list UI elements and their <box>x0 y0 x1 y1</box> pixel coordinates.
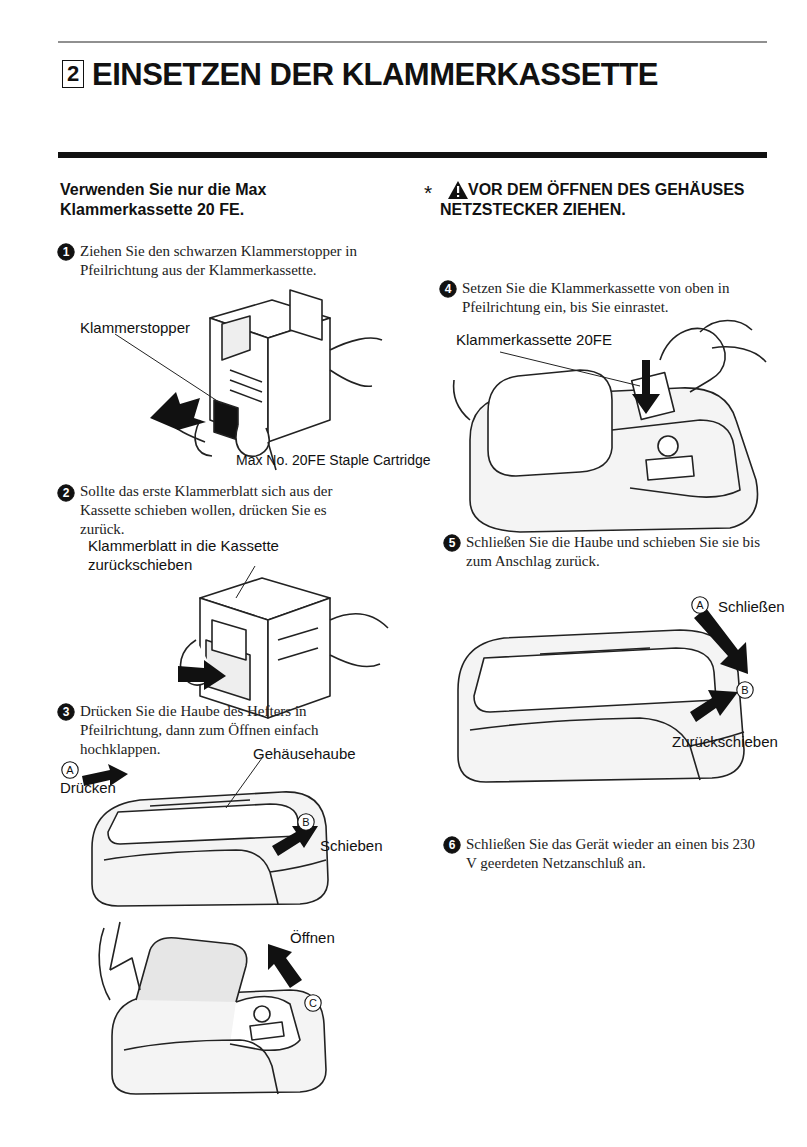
usage-note: Verwenden Sie nur die Max Klammerkassett… <box>60 180 330 221</box>
step-number-text: 5 <box>449 537 456 549</box>
step-text: Schließen Sie die Haube und schieben Sie… <box>466 533 776 571</box>
part-label: Max No. 20FE Staple Cartridge <box>236 452 476 470</box>
callout-letter-text: B <box>741 685 748 696</box>
circle-shape <box>298 814 314 830</box>
warning-note: VOR DEM ÖFFNEN DES GEHÄUSES NETZSTECKER … <box>440 180 770 221</box>
circle-shape <box>58 704 74 720</box>
step-number-text: 6 <box>449 839 456 851</box>
callout-letter-text: A <box>66 765 73 776</box>
section-number-box: 2 <box>62 60 84 88</box>
part-label: Gehäusehaube <box>253 744 373 763</box>
action-label: Schließen <box>718 597 803 616</box>
cartridge-illustration <box>165 290 382 470</box>
direction-arrow <box>632 360 660 414</box>
circle-shape <box>58 244 74 260</box>
step-number-text: 2 <box>67 63 79 85</box>
callout-letter: C <box>304 994 322 1012</box>
callout-letter: B <box>736 681 754 699</box>
callout-letter: B <box>297 813 315 831</box>
action-label: Öffnen <box>290 928 370 947</box>
stapler-illustration <box>458 630 744 782</box>
action-label: Zurückschieben <box>672 732 792 751</box>
action-label: Schieben <box>320 836 410 855</box>
step-text: Ziehen Sie den schwarzen Klammerstopper … <box>80 242 360 280</box>
callout-letter: A <box>691 596 709 614</box>
circle-shape <box>737 682 753 698</box>
step-number: 4 <box>439 280 457 298</box>
step-text: Setzen Sie die Klammerkassette von oben … <box>462 279 767 317</box>
page-title: EINSETZEN DER KLAMMERKASSETTE <box>92 55 658 95</box>
step-number-text: 1 <box>63 246 70 258</box>
direction-arrow <box>690 690 738 722</box>
callout-letter: A <box>61 761 79 779</box>
callout-letter-text: B <box>302 817 309 828</box>
step-text: Schließen Sie das Gerät wieder an einen … <box>466 835 766 873</box>
circle-shape <box>62 762 78 778</box>
circle-shape <box>444 535 460 551</box>
circle-shape <box>692 597 708 613</box>
circle-shape <box>440 281 456 297</box>
leader-line <box>115 334 222 404</box>
part-label: Klammerblatt in die Kassette zurückschie… <box>88 536 288 574</box>
step-number: 5 <box>443 534 461 552</box>
cartridge-illustration <box>181 566 388 718</box>
circle-shape <box>305 995 321 1011</box>
circle-shape <box>58 485 74 501</box>
stapler-illustration <box>454 321 766 533</box>
direction-arrow <box>178 660 226 690</box>
direction-arrow <box>694 608 748 674</box>
step-number: 1 <box>57 243 75 261</box>
step-number: 3 <box>57 703 75 721</box>
action-label: Drücken <box>60 778 140 797</box>
step-number-text: 4 <box>445 283 452 295</box>
stapler-illustration <box>92 758 328 906</box>
direction-arrow <box>268 944 302 988</box>
step-number: 6 <box>443 836 461 854</box>
part-label: Klammerstopper <box>80 318 230 337</box>
part-label: Klammerkassette 20FE <box>456 330 636 349</box>
warning-symbol <box>448 181 468 199</box>
circle-shape <box>444 837 460 853</box>
step-number-text: 3 <box>63 706 70 718</box>
top-rule <box>58 41 767 42</box>
direction-arrow <box>272 826 318 856</box>
step-text: Sollte das erste Klammerblatt sich aus d… <box>80 482 355 540</box>
callout-letter-text: C <box>309 998 317 1009</box>
stapler-illustration <box>99 922 326 1094</box>
step-number: 2 <box>57 484 75 502</box>
step-number-text: 2 <box>63 487 70 499</box>
heading-bar <box>58 152 767 158</box>
callout-letter-text: A <box>696 600 703 611</box>
direction-arrow <box>150 392 206 430</box>
